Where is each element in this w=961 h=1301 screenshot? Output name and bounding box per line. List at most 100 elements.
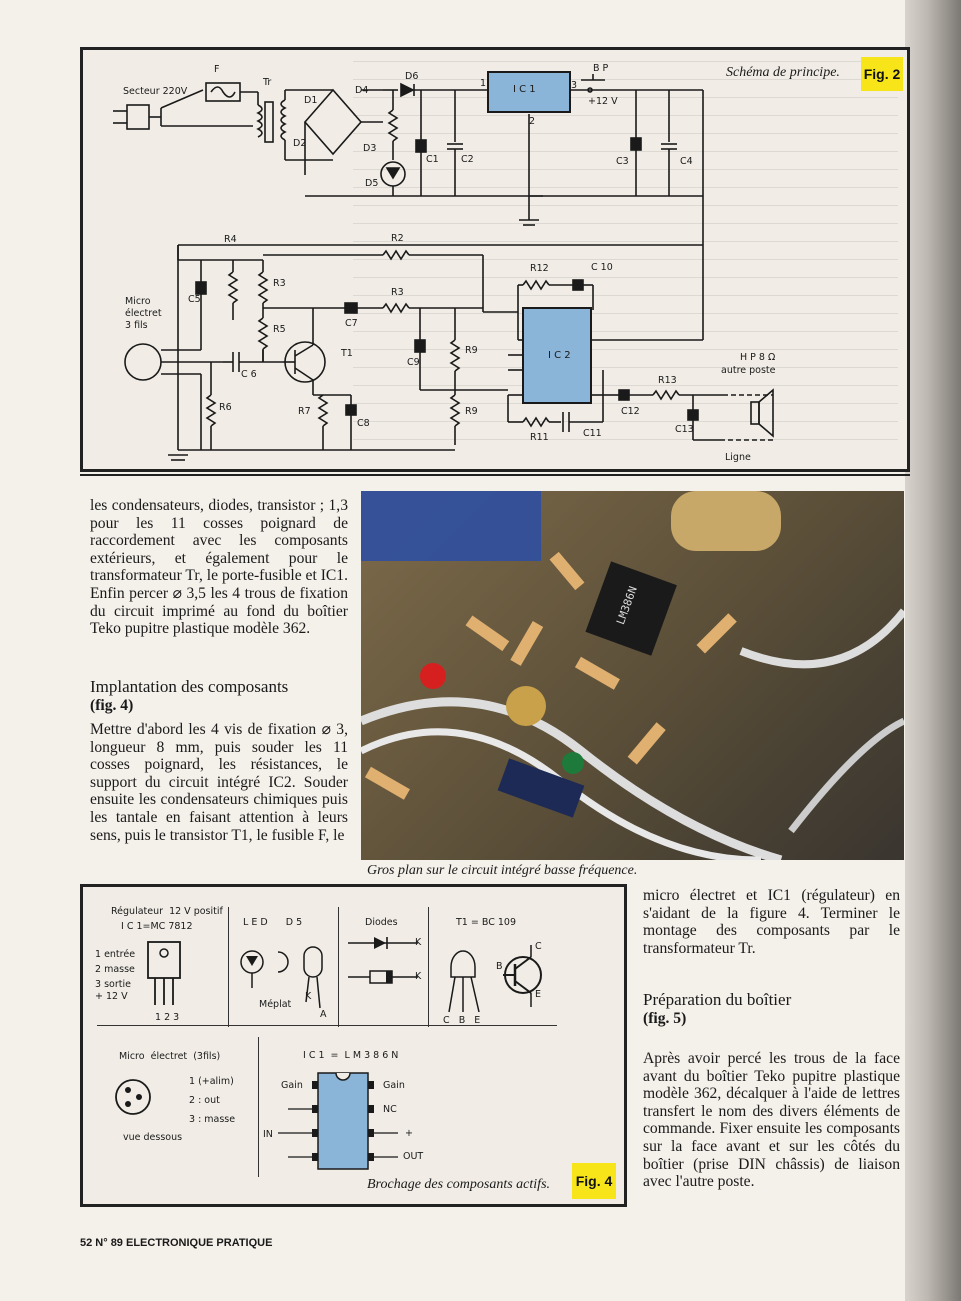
lm386-title: I C 1 = L M 3 8 6 N [303, 1050, 399, 1061]
section-boitier: Préparation du boîtier (fig. 5) [643, 990, 900, 1028]
led-icon [240, 946, 323, 1009]
lm386-gain-left: Gain [281, 1080, 303, 1091]
paragraph: les condensateurs, diodes, transistor ; … [90, 497, 348, 638]
label-12v: +12 V [588, 96, 618, 107]
pinout-caption: Brochage des composants actifs. [367, 1177, 551, 1192]
lm386-plus: + [405, 1128, 413, 1139]
label-c12: C12 [621, 406, 640, 417]
transistor-b: B [496, 961, 503, 972]
label-d5: D5 [365, 178, 379, 189]
label-r7: R7 [298, 406, 311, 417]
led-title: L E D D 5 [243, 917, 303, 928]
article-right-bottom: Après avoir percé les trous de la face a… [643, 1050, 900, 1191]
regulator-pin-1: 1 entrée [95, 949, 136, 960]
grid-line [97, 1025, 557, 1026]
diodes-title: Diodes [365, 917, 398, 928]
regulator-package-icon [147, 941, 181, 1005]
photo-caption: Gros plan sur le circuit intégré basse f… [367, 863, 638, 878]
diode-k-symbol: K [415, 937, 422, 948]
regulator-part: I C 1=MC 7812 [121, 921, 193, 932]
reverse-page-showthrough [353, 55, 898, 440]
label-r6: R6 [219, 402, 232, 413]
regulator-pin-2: 2 masse [95, 964, 135, 975]
lm386-out: OUT [403, 1151, 424, 1162]
transistor-icon [448, 945, 542, 1013]
label-fuse: F [214, 64, 220, 75]
label-c8: C8 [357, 418, 370, 429]
label-c2: C2 [461, 154, 474, 165]
paragraph: Après avoir percé les trous de la face a… [643, 1050, 900, 1191]
label-c10: C 10 [591, 262, 613, 273]
diode-icon [348, 937, 418, 984]
transistor-c: C [535, 941, 542, 952]
micro-pin-3: 3 : masse [189, 1114, 236, 1125]
paragraph: Mettre d'abord les 4 vis de fixation ⌀ 3… [90, 721, 348, 844]
article-left-bottom: Mettre d'abord les 4 vis de fixation ⌀ 3… [90, 721, 348, 844]
lm386-package-icon [278, 1072, 398, 1170]
label-pin3: 3 [571, 80, 578, 91]
label-ic1: I C 1 [513, 84, 536, 95]
label-r2: R2 [391, 233, 404, 244]
divider-rule [80, 474, 910, 476]
lm386-gain-right: Gain [383, 1080, 405, 1091]
label-c3: C3 [616, 156, 629, 167]
paragraph: micro électret et IC1 (régulateur) en s'… [643, 887, 900, 957]
label-pin1: 1 [480, 78, 487, 89]
led-a: A [320, 1009, 327, 1020]
micro-view-label: vue dessous [123, 1132, 183, 1143]
label-r13: R13 [658, 375, 677, 386]
regulator-pin-3-voltage: + 12 V [95, 991, 128, 1002]
label-r9-lower: R9 [465, 406, 478, 417]
diode-k-package: K [415, 971, 422, 982]
page-footer: 52 N° 89 ELECTRONIQUE PRATIQUE [80, 1237, 273, 1249]
schematic-caption: Schéma de principe. [726, 65, 840, 80]
label-d1: D1 [304, 95, 318, 106]
article-right-top: micro électret et IC1 (régulateur) en s'… [643, 887, 900, 957]
grid-line [428, 907, 429, 1027]
grid-line [338, 907, 339, 1027]
transistor-pin-order: C B E [443, 1015, 481, 1026]
label-ligne: Ligne [725, 452, 751, 463]
micro-pin-2: 2 : out [189, 1095, 220, 1106]
schematic-drawing [113, 71, 774, 461]
label-r11: R11 [530, 432, 549, 443]
regulator-pin-numbers: 1 2 3 [155, 1012, 180, 1023]
article-left-top: les condensateurs, diodes, transistor ; … [90, 497, 348, 638]
label-t1: T1 [341, 348, 353, 359]
micro-title: Micro électret (3fils) [119, 1051, 221, 1062]
lm386-in: IN [263, 1129, 273, 1140]
micro-pin-1: 1 (+alim) [189, 1076, 234, 1087]
transistor-title: T1 = BC 109 [456, 917, 516, 928]
schematic-figure: F Secteur 220V Tr D1 D2 D3 D4 D5 D6 1 2 … [80, 47, 910, 472]
label-r3-horizontal: R3 [391, 287, 404, 298]
section-heading-figref: (fig. 5) [643, 1010, 687, 1027]
pinout-figure: Régulateur 12 V positif I C 1=MC 7812 1 … [80, 884, 627, 1207]
label-c6: C 6 [241, 369, 257, 380]
label-d3: D3 [363, 143, 377, 154]
label-c11: C11 [583, 428, 602, 439]
label-d2: D2 [293, 138, 307, 149]
label-r3-vertical: R3 [273, 278, 286, 289]
label-hp: H P 8 Ω [740, 352, 776, 363]
label-c13: C13 [675, 424, 694, 435]
label-r4: R4 [224, 234, 237, 245]
fig2-badge: Fig. 2 [861, 57, 903, 91]
grid-line [258, 1037, 259, 1177]
grid-line [228, 907, 229, 1027]
label-r9-upper: R9 [465, 345, 478, 356]
label-c4: C4 [680, 156, 693, 167]
pcb-photo: LM386N [361, 491, 904, 860]
label-c9: C9 [407, 357, 420, 368]
label-r5: R5 [273, 324, 286, 335]
label-d6: D6 [405, 71, 419, 82]
label-c7: C7 [345, 318, 358, 329]
regulator-title: Régulateur 12 V positif [111, 906, 223, 917]
label-c1: C1 [426, 154, 439, 165]
label-bp: B P [593, 63, 609, 74]
section-heading-figref: (fig. 4) [90, 697, 134, 714]
section-heading: Préparation du boîtier [643, 990, 792, 1009]
scan-edge-shadow [905, 0, 961, 1301]
lm386-nc: NC [383, 1104, 397, 1115]
label-autre-poste: autre poste [721, 365, 776, 376]
label-d4: D4 [355, 85, 369, 96]
